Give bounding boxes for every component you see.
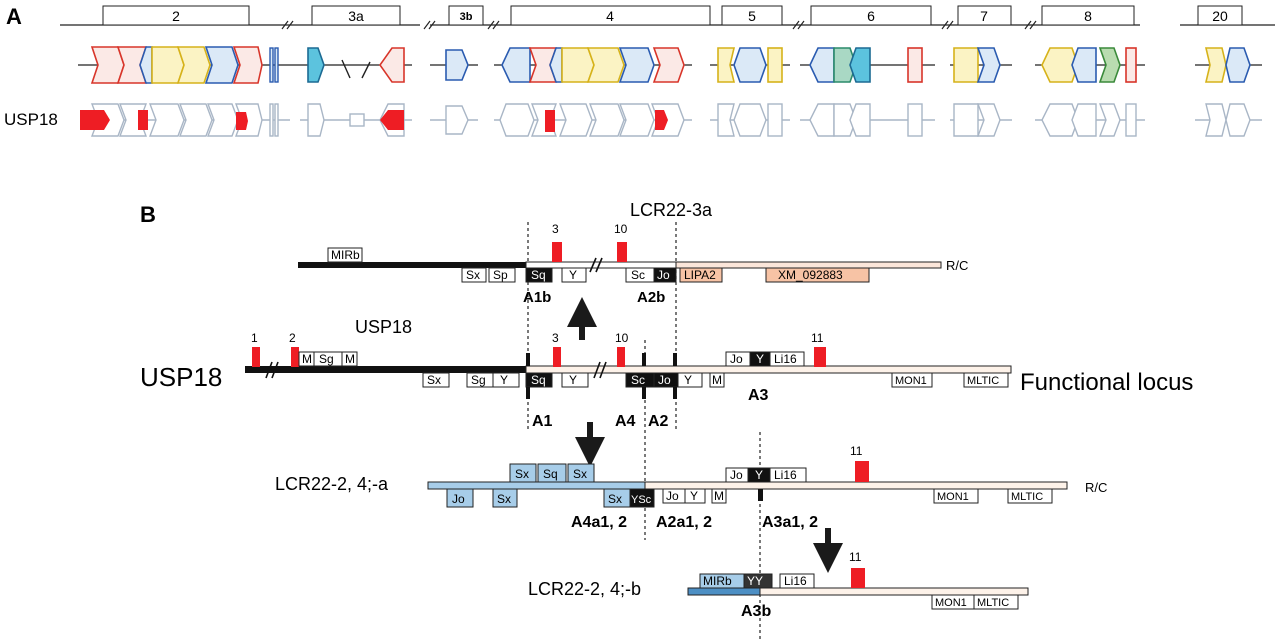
lcr-b-block-li16: Li16 bbox=[784, 574, 807, 588]
lcr-a-block-y: Y bbox=[690, 489, 698, 503]
lcr22-3a-rc: R/C bbox=[946, 258, 968, 273]
segment-label-7: 7 bbox=[980, 8, 988, 24]
colored-gene-row bbox=[78, 46, 1262, 84]
segment-label-8: 8 bbox=[1084, 8, 1092, 24]
lcr-a-block-mon1: MON1 bbox=[937, 491, 969, 503]
anchor-a2: A2 bbox=[648, 413, 669, 430]
lcr-a-track bbox=[427, 461, 1068, 508]
func-marker-11: 11 bbox=[811, 331, 824, 345]
lcr-b-block-mon1: MON1 bbox=[935, 597, 967, 609]
gray-usp18-row bbox=[80, 103, 1262, 137]
func-block-jo: Jo bbox=[658, 373, 671, 387]
anchor-a3b: A3b bbox=[741, 603, 771, 620]
lcr22-3a-block-sp: Sp bbox=[493, 268, 508, 282]
panel-a-label: A bbox=[6, 4, 22, 29]
lcr-b-label: LCR22-2, 4;-b bbox=[528, 579, 641, 599]
anchor-a4: A4 bbox=[615, 413, 636, 430]
segment-label-20: 20 bbox=[1212, 8, 1228, 24]
lcr22-3a-marker-10: 10 bbox=[614, 222, 628, 236]
segment-label-6: 6 bbox=[867, 8, 875, 24]
func-block-m2: M bbox=[345, 352, 355, 366]
usp18-small-label: USP18 bbox=[355, 317, 412, 337]
anchor-a3: A3 bbox=[748, 387, 769, 404]
segment-label-4: 4 bbox=[606, 8, 614, 24]
func-block-sg-top: Sg bbox=[319, 352, 334, 366]
lcr22-3a-block-sq: Sq bbox=[531, 268, 546, 282]
segment-label-3b: 3b bbox=[460, 11, 473, 23]
anchor-a4a12: A4a1, 2 bbox=[571, 514, 627, 531]
func-block-y3: Y bbox=[684, 373, 692, 387]
lcr-a-block-sx-top2: Sx bbox=[573, 467, 587, 481]
lcr-a-block-sx2: Sx bbox=[608, 492, 622, 506]
lcr-a-block-li16: Li16 bbox=[774, 468, 797, 482]
lcr22-3a-mirb: MIRb bbox=[331, 248, 360, 262]
lcr-a-marker-11: 11 bbox=[850, 444, 863, 458]
func-block-sq: Sq bbox=[531, 373, 546, 387]
lcr-b-marker-11: 11 bbox=[849, 550, 862, 564]
lcr22-3a-block-jo: Jo bbox=[657, 268, 670, 282]
func-marker-2: 2 bbox=[289, 331, 296, 345]
lcr-a-block-sq-top: Sq bbox=[543, 467, 558, 481]
anchor-a3a12: A3a1, 2 bbox=[762, 514, 818, 531]
func-marker-3: 3 bbox=[552, 331, 559, 345]
lcr22-3a-title: LCR22-3a bbox=[630, 200, 713, 220]
usp18-row-label: USP18 bbox=[4, 110, 58, 129]
lcr-a-block-ysc: YSc bbox=[631, 494, 652, 506]
usp18-hit-markers bbox=[80, 110, 668, 132]
func-block-sc: Sc bbox=[631, 373, 645, 387]
func-block-y1: Y bbox=[500, 373, 508, 387]
lcr22-3a-block-sc: Sc bbox=[631, 268, 645, 282]
functional-locus-label: Functional locus bbox=[1020, 369, 1193, 396]
anchor-a2b: A2b bbox=[637, 289, 665, 306]
segment-label-2: 2 bbox=[172, 8, 180, 24]
func-block-m1: M bbox=[302, 352, 312, 366]
anchor-a2a12: A2a1, 2 bbox=[656, 514, 712, 531]
lcr22-3a-lipa2: LIPA2 bbox=[684, 268, 716, 282]
func-marker-10: 10 bbox=[615, 331, 629, 345]
func-block-sg: Sg bbox=[471, 373, 486, 387]
lcr-a-block-y-top: Y bbox=[755, 468, 763, 482]
lcr22-3a-block-y: Y bbox=[569, 268, 577, 282]
func-marker-1: 1 bbox=[251, 331, 258, 345]
lcr-b-block-mirb: MIRb bbox=[703, 574, 732, 588]
lcr-b-track bbox=[687, 568, 1029, 610]
lcr-a-block-sx-top1: Sx bbox=[515, 467, 529, 481]
anchor-a1: A1 bbox=[532, 413, 553, 430]
segment-header bbox=[60, 5, 1280, 30]
lcr-a-block-jo-top: Jo bbox=[730, 468, 743, 482]
lcr-a-rc: R/C bbox=[1085, 480, 1107, 495]
lcr-a-block-jo: Jo bbox=[452, 492, 465, 506]
usp18-big-label: USP18 bbox=[140, 362, 222, 392]
panel-b-label: B bbox=[140, 202, 156, 227]
func-block-y-top: Y bbox=[756, 352, 764, 366]
lcr-a-label: LCR22-2, 4;-a bbox=[275, 474, 389, 494]
segment-label-3a: 3a bbox=[348, 8, 364, 24]
func-block-mltic: MLTIC bbox=[967, 375, 999, 387]
lcr22-3a-block-sx: Sx bbox=[466, 268, 480, 282]
functional-locus-track bbox=[245, 347, 1012, 399]
lcr-a-block-jo2: Jo bbox=[666, 489, 679, 503]
lcr-b-block-mltic: MLTIC bbox=[977, 597, 1009, 609]
func-block-li16: Li16 bbox=[774, 352, 797, 366]
lcr-a-block-sx1: Sx bbox=[497, 492, 511, 506]
lcr22-3a-track bbox=[298, 242, 942, 283]
lcr22-3a-xm: XM_092883 bbox=[778, 268, 843, 282]
anchor-a1b: A1b bbox=[523, 289, 551, 306]
lcr22-3a-marker-3: 3 bbox=[552, 222, 559, 236]
func-block-jo-top: Jo bbox=[730, 352, 743, 366]
lcr-a-block-mltic: MLTIC bbox=[1011, 491, 1043, 503]
func-block-y2: Y bbox=[569, 373, 577, 387]
func-block-sx: Sx bbox=[427, 373, 441, 387]
func-block-m3: M bbox=[712, 373, 722, 387]
segment-label-5: 5 bbox=[748, 8, 756, 24]
lcr-a-block-m: M bbox=[714, 489, 724, 503]
lcr-b-block-yy: YY bbox=[747, 574, 763, 588]
func-block-mon1: MON1 bbox=[895, 375, 927, 387]
